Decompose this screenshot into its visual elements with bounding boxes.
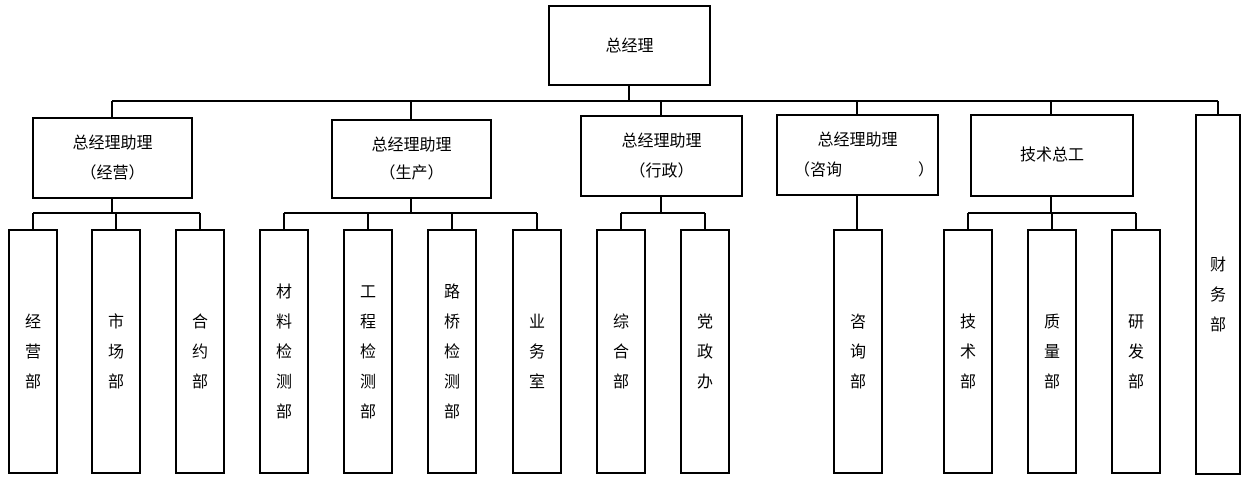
vertical-char: 营	[24, 341, 41, 361]
vertical-char: 料	[275, 311, 292, 331]
node-label: 总经理	[605, 36, 654, 55]
vertical-char: 业	[528, 311, 545, 331]
vertical-char: 约	[191, 341, 208, 361]
vertical-char: 工	[359, 281, 376, 301]
vertical-char: 部	[191, 371, 208, 391]
node-assistant-admin: 总经理助理 （行政）	[580, 115, 743, 197]
node-label: 技术总工	[1019, 145, 1084, 164]
vertical-char: 部	[1209, 314, 1226, 334]
vertical-char: 部	[959, 371, 976, 391]
node-assistant-production: 总经理助理 （生产）	[331, 119, 492, 199]
vertical-char: 务	[1209, 284, 1226, 304]
node-general-manager: 总经理	[548, 5, 711, 86]
node-label-line2: （行政）	[629, 161, 694, 180]
vertical-char: 部	[107, 371, 124, 391]
vertical-char: 室	[528, 371, 545, 391]
vertical-char: 测	[443, 371, 460, 391]
vertical-char: 程	[359, 311, 376, 331]
vertical-char: 部	[1043, 371, 1060, 391]
vertical-char: 咨	[849, 311, 866, 331]
leaf-node-7: 综合部	[596, 229, 646, 474]
leaf-node-5: 路桥检测部	[427, 229, 477, 474]
leaf-node-10: 技术部	[943, 229, 993, 474]
leaf-node-2: 合约部	[175, 229, 225, 474]
node-label-line2: （生产）	[379, 163, 444, 182]
vertical-char: 务	[528, 341, 545, 361]
node-assistant-operations: 总经理助理 （经营）	[32, 117, 193, 199]
node-chief-engineer: 技术总工	[970, 114, 1134, 197]
leaf-node-1: 市场部	[91, 229, 141, 474]
vertical-char: 部	[849, 371, 866, 391]
leaf-node-12: 研发部	[1111, 229, 1161, 474]
node-label-line2-close: ）	[918, 160, 935, 179]
vertical-char: 部	[275, 401, 292, 421]
vertical-char: 部	[612, 371, 629, 391]
node-finance: 财务部	[1195, 114, 1241, 475]
vertical-char: 质	[1043, 311, 1060, 331]
vertical-char: 党	[696, 311, 713, 331]
vertical-char: 综	[612, 311, 629, 331]
node-label-line1: 总经理助理	[371, 135, 452, 154]
vertical-char: 测	[275, 371, 292, 391]
node-assistant-consulting: 总经理助理 （咨询 ）	[776, 114, 939, 196]
vertical-char: 桥	[443, 311, 460, 331]
vertical-char: 合	[612, 341, 629, 361]
leaf-node-8: 党政办	[680, 229, 730, 474]
vertical-char: 检	[275, 341, 292, 361]
vertical-char: 路	[443, 281, 460, 301]
leaf-node-9: 咨询部	[833, 229, 883, 474]
vertical-char: 技	[959, 311, 976, 331]
vertical-char: 部	[359, 401, 376, 421]
vertical-char: 检	[359, 341, 376, 361]
vertical-char: 部	[443, 401, 460, 421]
node-label-line2: （经营）	[80, 163, 145, 182]
leaf-node-0: 经营部	[8, 229, 58, 474]
vertical-char: 发	[1127, 341, 1144, 361]
vertical-char: 询	[849, 341, 866, 361]
leaf-node-6: 业务室	[512, 229, 562, 474]
vertical-char: 市	[107, 311, 124, 331]
vertical-char: 政	[696, 341, 713, 361]
node-label-line2: （咨询	[794, 160, 843, 179]
vertical-char: 办	[696, 371, 713, 391]
vertical-char: 量	[1043, 341, 1060, 361]
vertical-char: 术	[959, 341, 976, 361]
node-label-line1: 总经理助理	[817, 130, 898, 149]
leaf-node-3: 材料检测部	[259, 229, 309, 474]
vertical-char: 经	[24, 311, 41, 331]
vertical-char: 部	[24, 371, 41, 391]
vertical-char: 财	[1209, 254, 1226, 274]
vertical-char: 检	[443, 341, 460, 361]
vertical-char: 研	[1127, 311, 1144, 331]
node-label-line1: 总经理助理	[621, 131, 702, 150]
vertical-char: 场	[107, 341, 124, 361]
leaf-node-11: 质量部	[1027, 229, 1077, 474]
leaf-node-4: 工程检测部	[343, 229, 393, 474]
node-label-line1: 总经理助理	[72, 133, 153, 152]
vertical-char: 测	[359, 371, 376, 391]
vertical-char: 材	[275, 281, 292, 301]
vertical-char: 部	[1127, 371, 1144, 391]
vertical-char: 合	[191, 311, 208, 331]
